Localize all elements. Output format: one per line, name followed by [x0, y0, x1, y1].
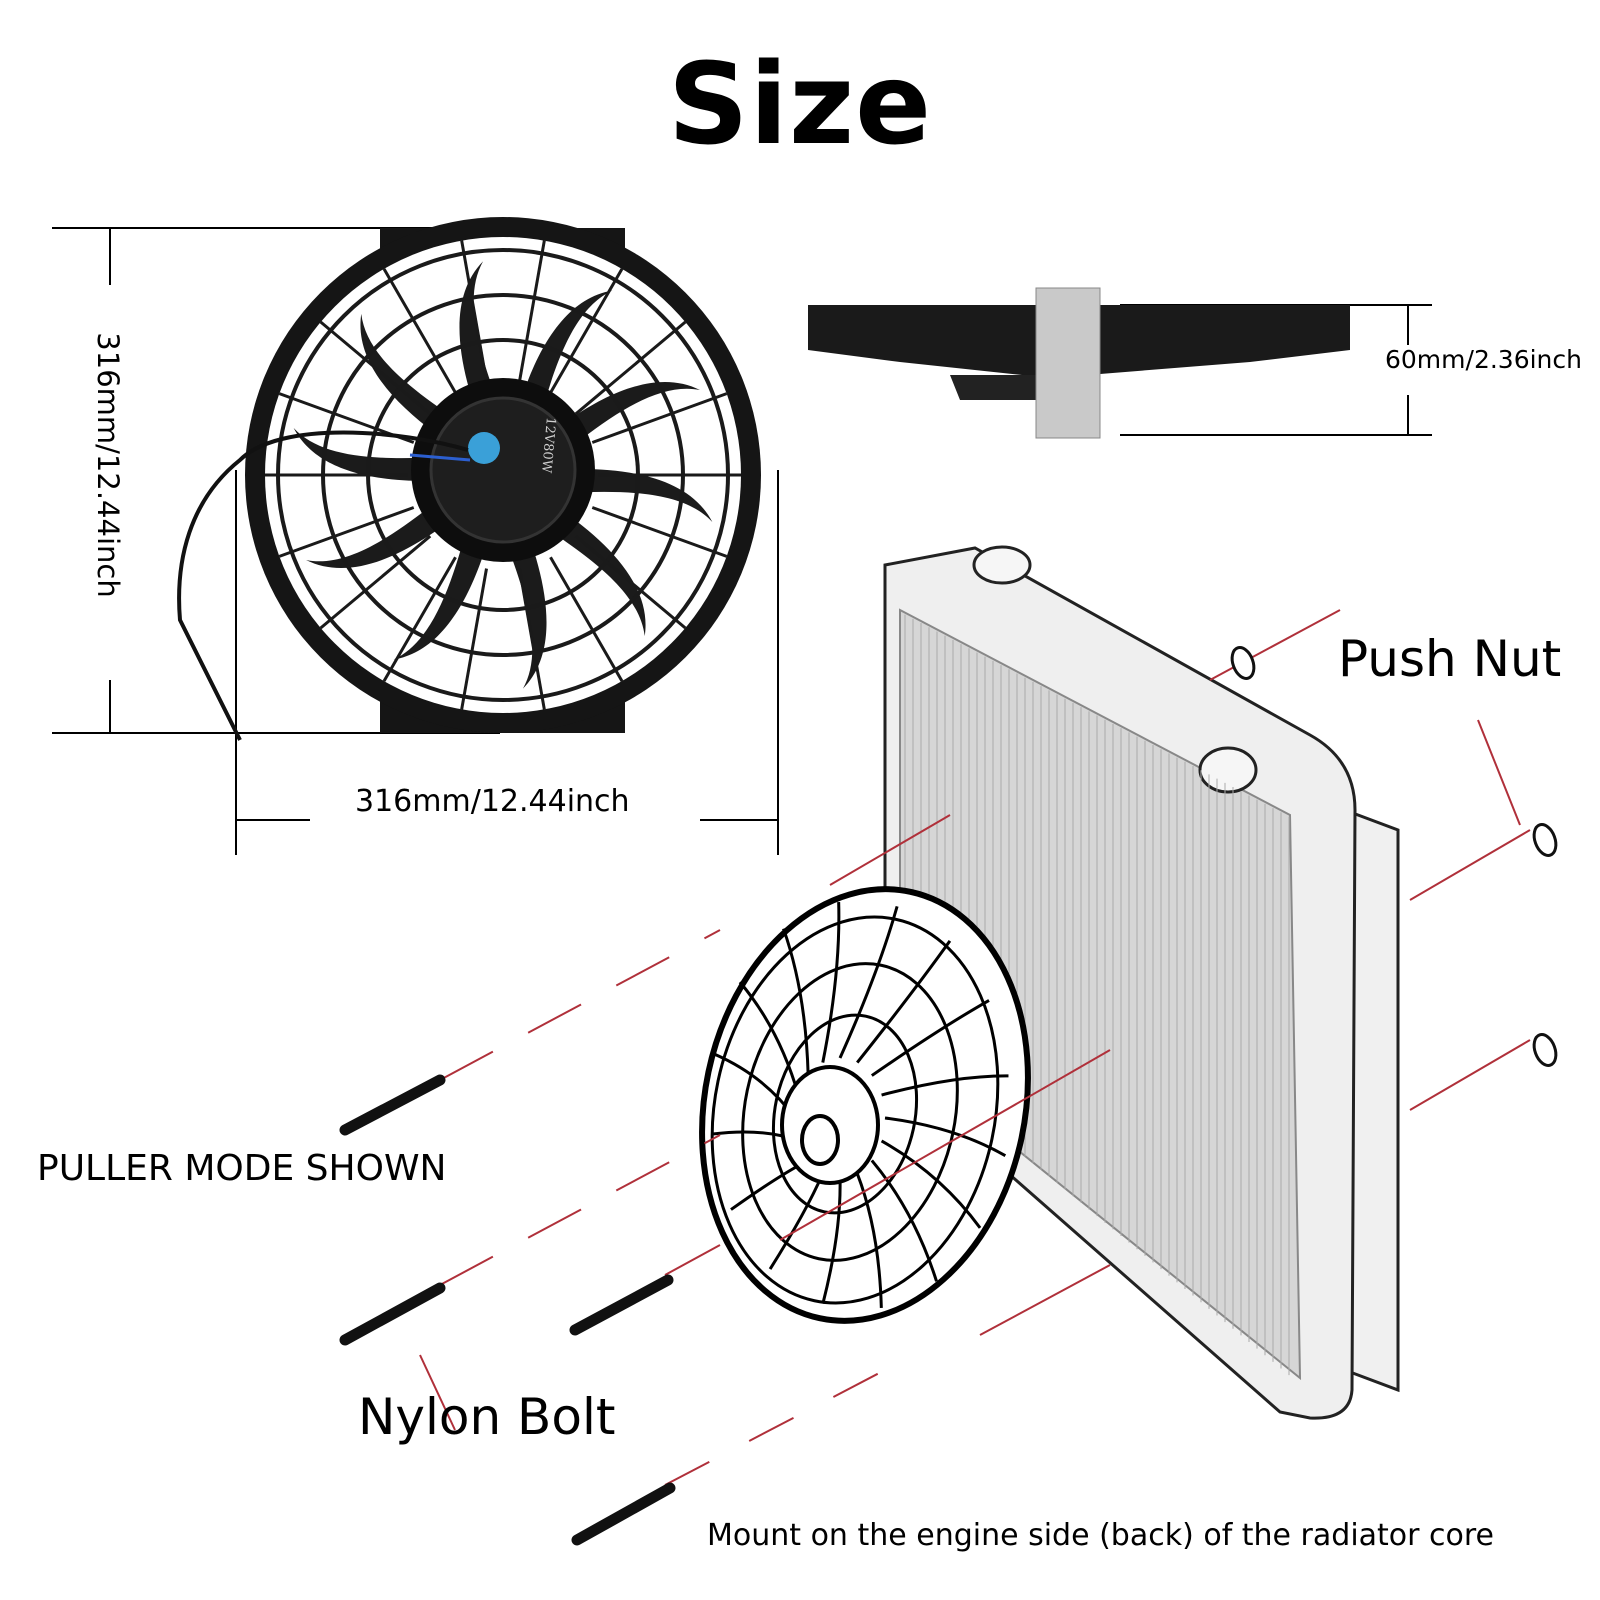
- width-dimension-label: 316mm/12.44inch: [355, 784, 630, 819]
- motor-cap: [468, 432, 500, 464]
- bolt: [339, 1282, 446, 1346]
- bolt: [571, 1482, 676, 1546]
- radiator: [883, 545, 1400, 1420]
- height-dimension-label: 316mm/12.44inch: [91, 332, 125, 598]
- fan-front-view: [177, 217, 761, 741]
- mount-note: Mount on the engine side (back) of the r…: [707, 1518, 1495, 1553]
- nylon-bolt-label: Nylon Bolt: [358, 1388, 616, 1446]
- push-nut-label: Push Nut: [1338, 630, 1562, 688]
- page-title: Size: [667, 40, 933, 170]
- fan-side-view: [808, 287, 1350, 439]
- bolt: [339, 1074, 446, 1136]
- depth-dimension-label: 60mm/2.36inch: [1385, 345, 1582, 374]
- puller-mode-label: PULLER MODE SHOWN: [37, 1148, 447, 1189]
- bolt: [569, 1274, 674, 1336]
- ruler: [1035, 287, 1101, 439]
- fan-wire: [177, 430, 469, 741]
- nylon-bolts: [339, 1074, 676, 1546]
- leader-lines: [419, 609, 1531, 1486]
- push-nuts: [1230, 646, 1558, 1067]
- fan-line-drawing: [699, 886, 1031, 1324]
